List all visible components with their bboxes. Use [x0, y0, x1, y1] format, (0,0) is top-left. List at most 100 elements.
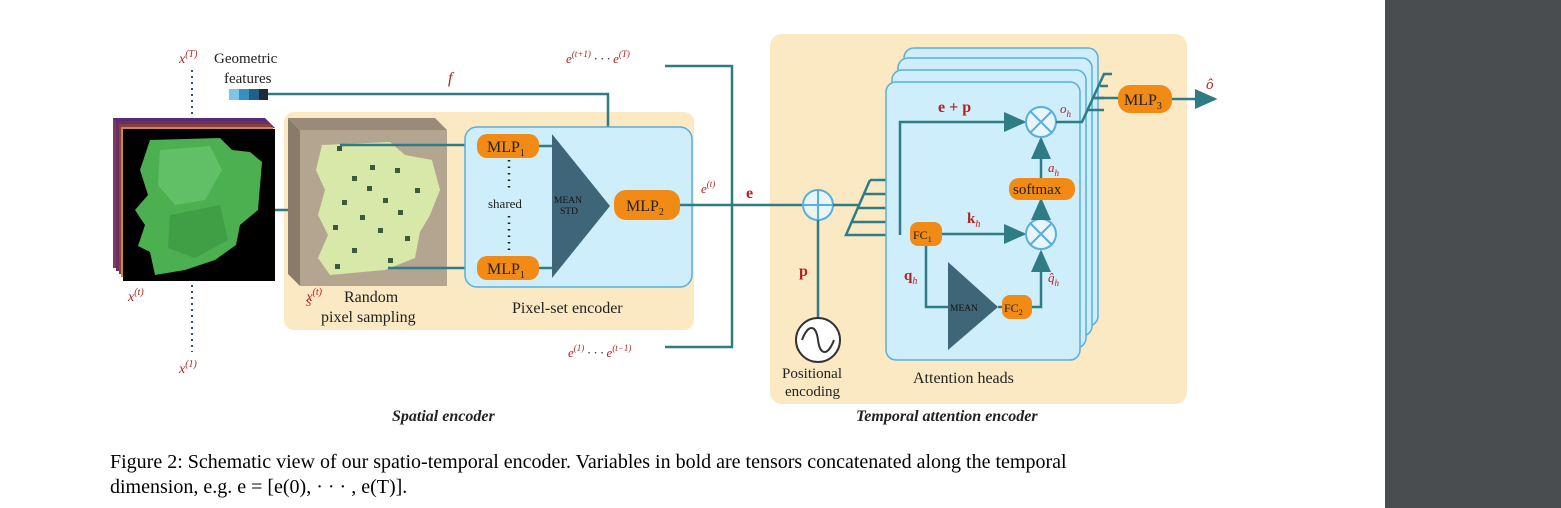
e-future-var: e: [566, 51, 572, 66]
ep-line: [898, 112, 1027, 235]
softmax: [1009, 178, 1075, 200]
e-future-var2: e: [613, 51, 619, 66]
k-label: k: [967, 211, 976, 227]
qhat-label: q̂: [1048, 270, 1055, 285]
e-bold-label: e: [746, 185, 753, 202]
svg-text:x(t)S: x(t)S: [305, 287, 322, 309]
x-t-sup: (t): [134, 287, 144, 298]
figure-diagram: x(T) x(t) x(1) Geometric features f: [113, 34, 1218, 425]
mlp1-bottom: [477, 256, 539, 280]
svg-text:e(t): e(t): [701, 179, 715, 196]
positional-label-1: Positional: [782, 366, 842, 382]
viewer-sidebar: [1385, 0, 1561, 508]
mlp1-top: [477, 134, 539, 158]
e-future-sup1: (t+1): [572, 49, 591, 59]
svg-text:MLP2: MLP2: [626, 198, 664, 218]
mlp1-bottom-sub: 1: [520, 270, 525, 281]
fc2-label: FC: [1004, 301, 1019, 315]
a-label: a: [1048, 160, 1055, 175]
q-label: q: [904, 268, 913, 284]
image-stack: [113, 118, 275, 281]
svg-text:x(1): x(1): [178, 359, 198, 377]
svg-text:e(t+1)· · ·e(T): e(t+1)· · ·e(T): [566, 49, 630, 66]
multiply-node-bottom: [1025, 218, 1057, 250]
random-label-1: Random: [344, 289, 399, 306]
shared-label: shared: [488, 196, 522, 211]
std-label: STD: [560, 207, 578, 217]
svg-text:q̂h: q̂h: [1048, 270, 1060, 288]
mlp3-label: MLP: [1124, 92, 1157, 109]
svg-text:e(1)· · ·e(t−1): e(1)· · ·e(t−1): [568, 343, 631, 360]
svg-text:ah: ah: [1048, 160, 1060, 178]
svg-text:MLP1: MLP1: [487, 261, 525, 281]
spatial-encoder-label: Spatial encoder: [392, 408, 495, 425]
mean-std-pool: [552, 134, 610, 278]
a-sub: h: [1055, 168, 1060, 178]
caption-line-2: dimension, e.g. e = [e(0), · · · , e(T)]…: [110, 476, 408, 498]
f-label: f: [448, 70, 455, 87]
geometric-label-2: features: [224, 71, 272, 87]
ohat-label: ô: [1206, 77, 1214, 93]
fc2-sub: 2: [1019, 308, 1023, 317]
x-1-var: x: [178, 362, 186, 377]
e-t-sup: (t): [707, 179, 716, 189]
fc1: [910, 222, 942, 246]
mlp3: [1118, 85, 1172, 113]
qhat-line: [1031, 249, 1051, 309]
figure-caption: Figure 2: Schematic view of our spatio-t…: [110, 450, 1250, 500]
multiply-node-top: [1025, 106, 1057, 138]
svg-text:FC2: FC2: [1004, 301, 1023, 317]
mlp1-bottom-label: MLP: [487, 261, 520, 278]
mlp3-sub: 3: [1157, 101, 1162, 112]
k-sub: h: [975, 219, 980, 230]
caption-line-1: Figure 2: Schematic view of our spatio-t…: [110, 451, 1067, 473]
e-future-sup2: (T): [619, 49, 630, 59]
attention-heads-label: Attention heads: [913, 370, 1014, 387]
mlp1-top-label: MLP: [487, 139, 520, 156]
fc2: [1002, 295, 1032, 319]
mlp2-label: MLP: [626, 198, 659, 215]
geometric-label-1: Geometric: [214, 51, 278, 67]
mean-label: MEAN: [554, 196, 582, 206]
qhat-sub: h: [1055, 278, 1060, 288]
pixel-sampling-image: [288, 118, 447, 286]
svg-text:kh: kh: [967, 211, 980, 230]
e-past-line: [665, 205, 734, 349]
geometric-feature-bar: [229, 89, 268, 100]
svg-text:x(t): x(t): [127, 287, 144, 305]
x-T-var: x: [178, 52, 186, 67]
mlp2: [614, 190, 680, 220]
o-label: o: [1060, 101, 1067, 116]
e-future-line: [665, 64, 734, 205]
e-future-dots: · · ·: [594, 51, 610, 66]
xs-sup: (t): [313, 287, 323, 298]
svg-text:MLP1: MLP1: [487, 139, 525, 159]
e-plus-p-label: e + p: [938, 99, 971, 116]
e-t-var: e: [701, 181, 707, 196]
e-past-sup2: (t−1): [612, 343, 631, 353]
fc1-label: FC: [913, 228, 928, 242]
mean-label-2: MEAN: [950, 304, 978, 314]
softmax-label: softmax: [1013, 182, 1062, 198]
fc1-sub: 1: [928, 235, 932, 244]
o-sub: h: [1067, 109, 1072, 119]
e-past-var2: e: [607, 345, 613, 360]
x-T-sup: (T): [185, 49, 198, 60]
svg-text:FC1: FC1: [913, 228, 932, 244]
mlp1-top-sub: 1: [520, 148, 525, 159]
svg-text:x(T): x(T): [178, 49, 198, 67]
p-bold-label: p: [799, 263, 808, 280]
e-past-dots: · · ·: [587, 345, 603, 360]
pixel-set-label: Pixel-set encoder: [512, 300, 623, 317]
mean-pool-temporal: [948, 262, 998, 350]
positional-label-2: encoding: [785, 384, 840, 400]
page: x(T) x(t) x(1) Geometric features f: [110, 34, 1250, 500]
svg-text:oh: oh: [1060, 101, 1072, 119]
xs-sub: S: [306, 298, 311, 309]
svg-text:qh: qh: [904, 268, 917, 287]
temporal-encoder-label: Temporal attention encoder: [856, 408, 1038, 425]
e-past-var: e: [568, 345, 574, 360]
e-past-sup1: (1): [574, 343, 585, 353]
x-1-sup: (1): [185, 359, 197, 370]
svg-text:MLP3: MLP3: [1124, 92, 1162, 112]
